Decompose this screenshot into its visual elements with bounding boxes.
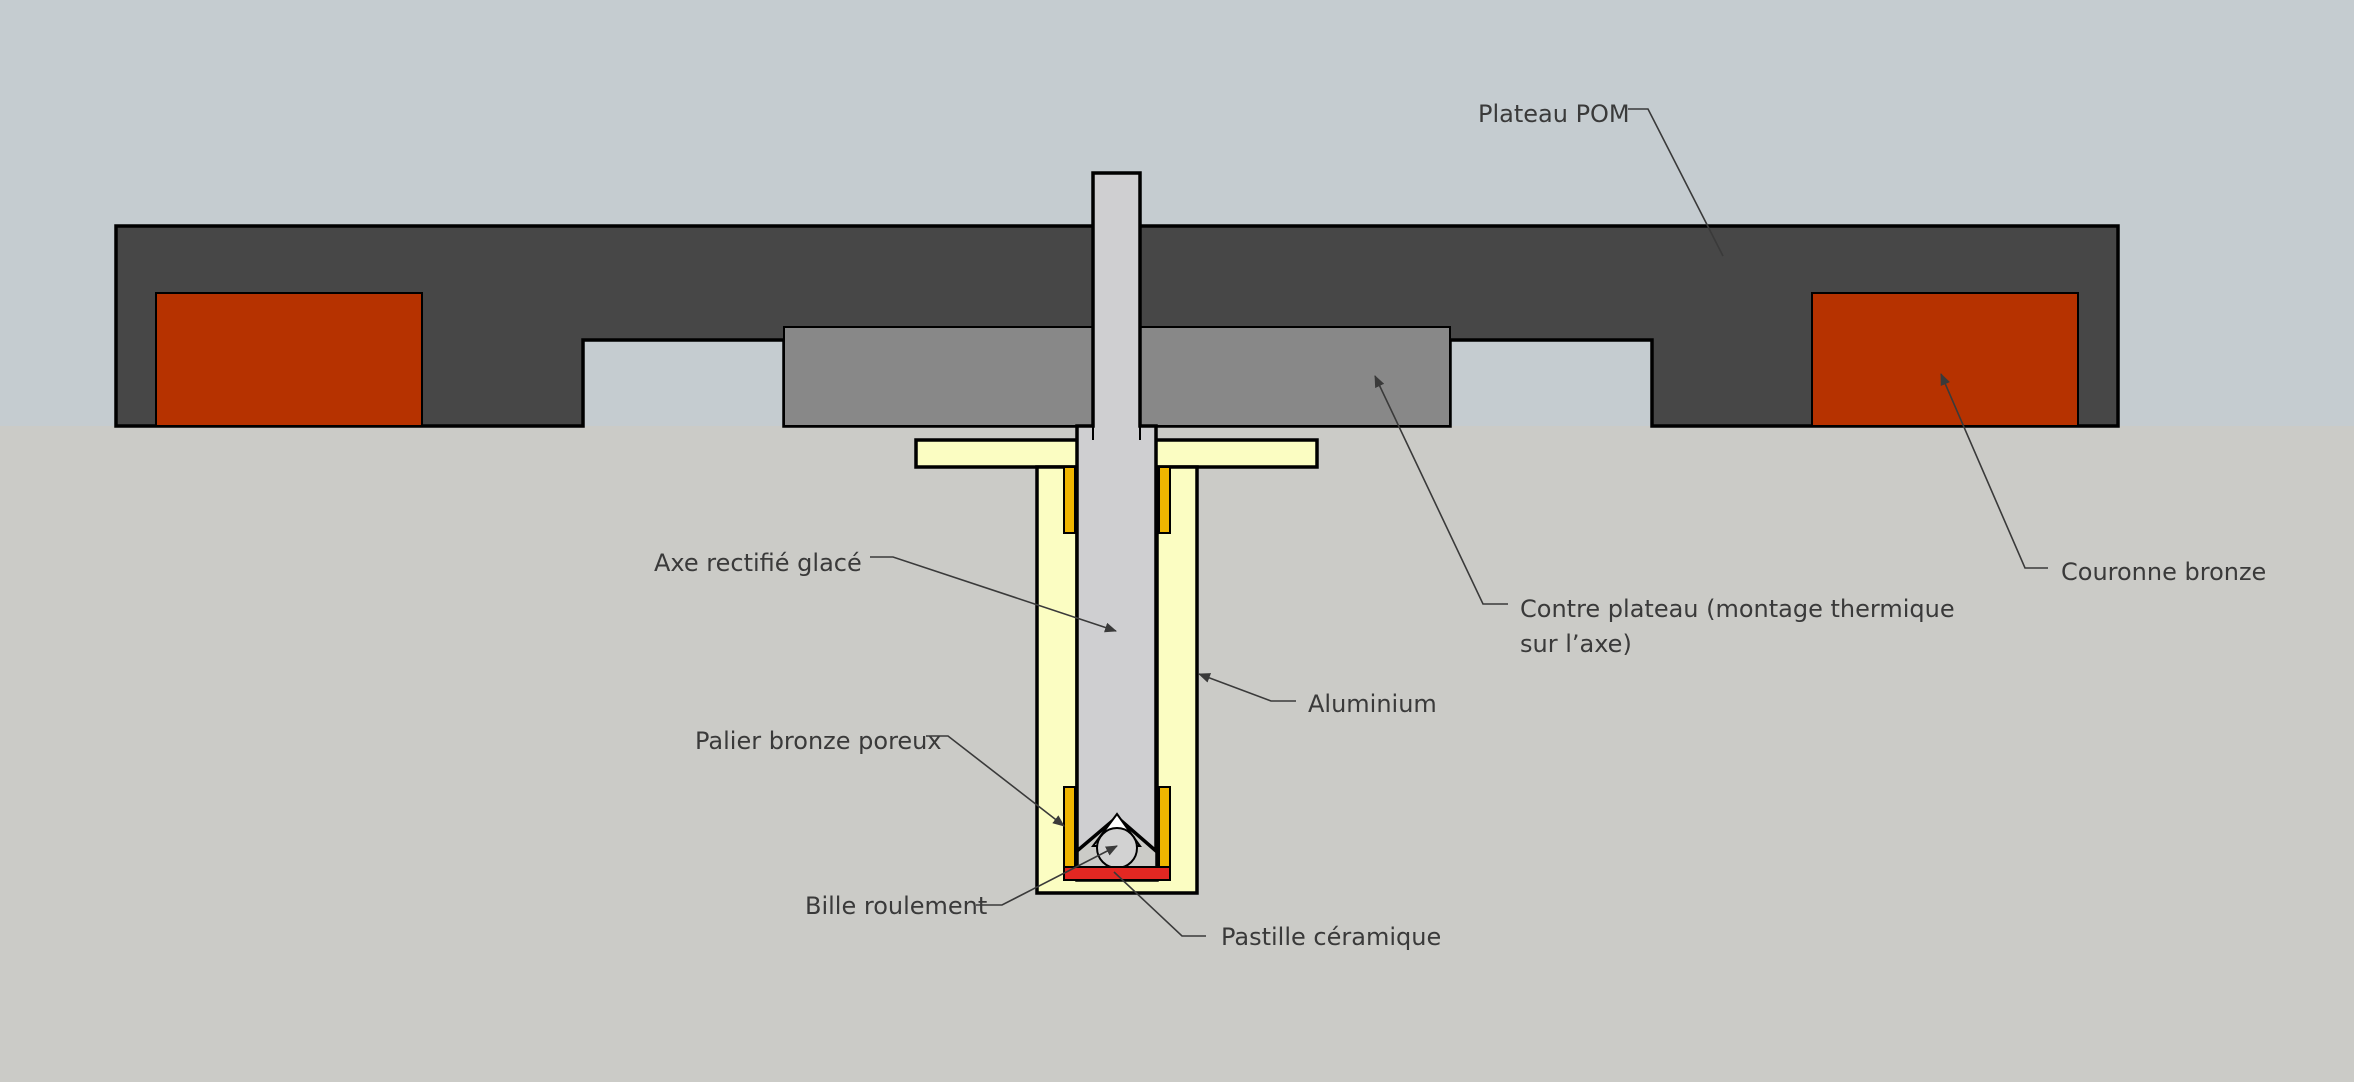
pastille-ceramique-shape [1063, 866, 1171, 881]
label-palier-bronze: Palier bronze poreux [695, 727, 942, 755]
leader-lines [870, 108, 2048, 937]
bille-roulement-shape [1096, 827, 1138, 869]
label-contre-plateau-line2: sur l’axe) [1520, 630, 1632, 658]
palier-bronze-bottom-left [1063, 786, 1076, 868]
label-axe-rectifie: Axe rectifié glacé [654, 549, 862, 577]
label-couronne-bronze: Couronne bronze [2061, 558, 2266, 586]
label-contre-plateau-line1: Contre plateau (montage thermique [1520, 595, 1955, 623]
couronne-bronze-right [1811, 292, 2079, 427]
label-aluminium: Aluminium [1308, 690, 1437, 718]
label-bille-roulement: Bille roulement [805, 892, 987, 920]
palier-bronze-top-left [1063, 466, 1076, 534]
palier-bronze-top-right [1158, 466, 1171, 534]
label-pastille-ceramique: Pastille céramique [1221, 923, 1441, 951]
axe-shaft [1075, 171, 1158, 855]
label-plateau-pom: Plateau POM [1478, 100, 1630, 128]
couronne-bronze-left [155, 292, 423, 427]
palier-bronze-bottom-right [1158, 786, 1171, 868]
